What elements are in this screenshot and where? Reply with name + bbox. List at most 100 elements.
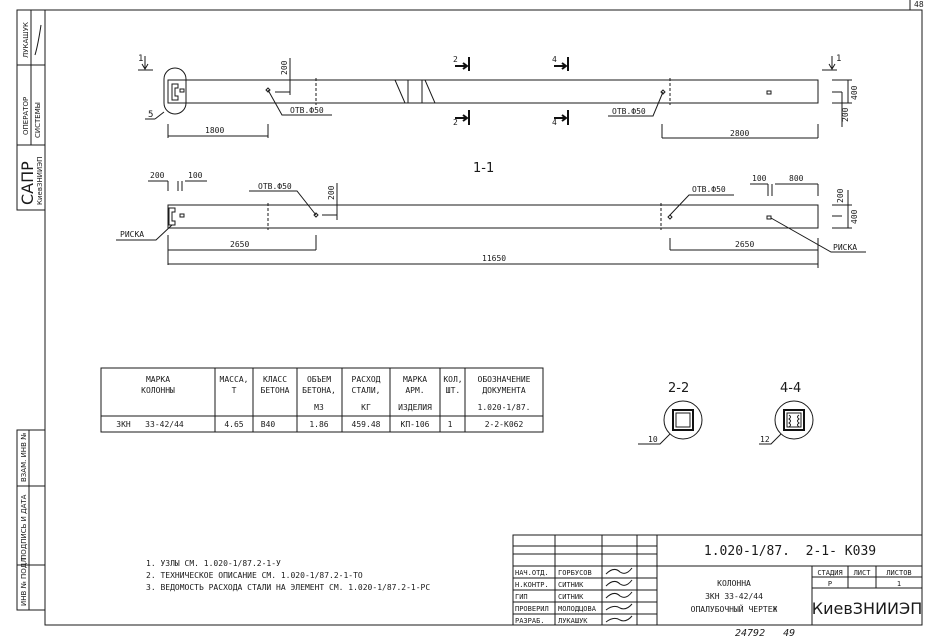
stamp-inv-podl: ИНВ № ПОДЛ: [20, 557, 28, 606]
dim-elev-11650: 11650: [482, 254, 506, 263]
th-volume-3: М3: [314, 403, 324, 412]
section-1-1-view: 1-1 200 100 ОТВ.Ф50 200 ОТВ.Ф50 100 800 …: [116, 161, 866, 268]
th-volume-1: ОБЪЕМ: [307, 375, 331, 384]
role-2: Н.КОНТР.: [515, 581, 549, 589]
stage-header: СТАДИЯ: [817, 569, 842, 577]
callout-10: 10: [648, 435, 658, 444]
th-doc-3: 1.020-1/87.: [478, 403, 531, 412]
column-outline-plan: [167, 79, 819, 104]
note-2: 2. ТЕХНИЧЕСКОЕ ОПИСАНИЕ СМ. 1.020-1/87.2…: [146, 571, 363, 580]
dim-elev-2650-left: 2650: [230, 240, 249, 249]
title-line-1: КОЛОННА: [717, 579, 751, 588]
signatures: [605, 567, 633, 623]
role-5: РАЗРАБ.: [515, 617, 545, 625]
th-doc-1: ОБОЗНАЧЕНИЕ: [478, 375, 531, 384]
th-qty-2: ШТ.: [446, 386, 460, 395]
td-doc: 2-2-К062: [485, 420, 524, 429]
td-mass: 4.65: [224, 420, 243, 429]
stamp-signature-date: ПОДПИСЬ И ДАТА: [20, 494, 28, 560]
section-2-2-title: 2-2: [668, 381, 689, 396]
th-doc-2: ДОКУМЕНТА: [482, 386, 526, 395]
sheets-header: ЛИСТОВ: [886, 569, 911, 577]
th-mark-2: КОЛОННЫ: [141, 386, 175, 395]
name-1: ГОРБУСОВ: [558, 569, 592, 577]
notes: 1. УЗЛЫ СМ. 1.020-1/87.2-1-У 2. ТЕХНИЧЕС…: [146, 559, 430, 592]
role-3: ГИП: [515, 593, 528, 601]
dim-elev-100-left: 100: [188, 171, 203, 180]
doc-code: 1.020-1/87. 2-1- К039: [704, 544, 876, 559]
dim-elev-200-mid: 200: [327, 185, 336, 200]
column-outline-elevation: [167, 204, 819, 229]
dim-plan-200-side: 200: [841, 107, 850, 122]
dim-elev-200-right: 200: [836, 188, 845, 203]
hole-label-plan-right: ОТВ.Ф50: [612, 107, 646, 116]
role-4: ПРОВЕРИЛ: [515, 605, 549, 613]
th-arm-1: МАРКА: [403, 375, 427, 384]
embedded-plate: [394, 79, 436, 104]
section-1-1-title: 1-1: [473, 161, 494, 176]
section-mark-1-right: 1: [836, 54, 841, 64]
hole-label-elev-right: ОТВ.Ф50: [692, 185, 726, 194]
dim-elev-800: 800: [789, 174, 804, 183]
sheet-frame: [44, 9, 923, 626]
org-name: КиевЗНИИЭП: [812, 599, 922, 618]
sheet-header: ЛИСТ: [854, 569, 872, 577]
td-qty: 1: [448, 420, 453, 429]
th-steel-3: КГ: [361, 403, 371, 412]
dim-elev-200-left: 200: [150, 171, 165, 180]
title-line-2: 3КН 33-42/44: [705, 592, 763, 601]
hole-label-elev-left: ОТВ.Ф50: [258, 182, 292, 191]
section-mark-4-bottom: 4: [552, 118, 557, 127]
note-3: 3. ВЕДОМОСТЬ РАСХОДА СТАЛИ НА ЭЛЕМЕНТ СМ…: [146, 583, 430, 592]
section-4-4: 4-4 12: [759, 381, 814, 445]
stamp-sapr: САПР: [18, 161, 37, 205]
stamp-lukashuk: ЛУКАШУК: [22, 22, 30, 58]
section-mark-4-top: 4: [552, 55, 557, 64]
name-3: СИТНИК: [558, 593, 584, 601]
dim-elev-2650-right: 2650: [735, 240, 754, 249]
callout-12: 12: [760, 435, 770, 444]
dim-elev-100-right: 100: [752, 174, 767, 183]
title-block: 1.020-1/87. 2-1- К039 НАЧ.ОТД. ГОРБУСОВ …: [512, 534, 923, 626]
callout-5: 5: [148, 110, 153, 120]
spec-table: МАРКА КОЛОННЫ МАССА, Т КЛАСС БЕТОНА ОБЪЕ…: [100, 367, 544, 433]
section-mark-2-bottom: 2: [453, 118, 458, 127]
riska-label-left: РИСКА: [120, 230, 144, 239]
name-4: МОЛОДЦОВА: [558, 605, 597, 613]
stamp-org: КиевЗНИИЭП: [36, 157, 44, 205]
hole-label-plan-left: ОТВ.Ф50: [290, 106, 324, 115]
role-1: НАЧ.ОТД.: [515, 569, 549, 577]
td-steel: 459.48: [352, 420, 381, 429]
th-mark-1: МАРКА: [146, 375, 170, 384]
section-mark-2-top: 2: [453, 55, 458, 64]
stamp-system: СИСТЕМЫ: [34, 102, 42, 138]
stage-value: Р: [828, 580, 832, 588]
sheet-corner-number: 48: [914, 0, 924, 9]
sheets-value: 1: [897, 580, 901, 588]
dim-plan-400: 400: [850, 85, 859, 100]
td-class: В40: [261, 420, 276, 429]
td-arm: КП-106: [401, 420, 430, 429]
th-qty-1: КОЛ,: [443, 375, 462, 384]
th-volume-2: БЕТОНА,: [302, 386, 336, 395]
name-5: ЛУКАШУК: [558, 617, 588, 625]
stamp-operator: ОПЕРАТОР: [22, 97, 30, 135]
th-steel-1: РАСХОД: [352, 375, 381, 384]
th-arm-2: АРМ.: [405, 386, 424, 395]
dim-plan-2800: 2800: [730, 129, 749, 138]
stamp-vzam-inv: ВЗАМ. ИНВ №: [20, 433, 28, 482]
dim-elev-400: 400: [850, 209, 859, 224]
riska-label-right: РИСКА: [833, 243, 857, 252]
detail-ellipse: [163, 67, 187, 115]
th-class-2: БЕТОНА: [261, 386, 290, 395]
th-arm-3: ИЗДЕЛИЯ: [398, 403, 432, 412]
dim-plan-200-top: 200: [280, 60, 289, 75]
td-volume: 1.86: [309, 420, 328, 429]
side-stamp-bottom: ВЗАМ. ИНВ № ПОДПИСЬ И ДАТА ИНВ № ПОДЛ: [16, 429, 46, 611]
footer-number: 24792 49: [735, 628, 795, 637]
name-2: СИТНИК: [558, 581, 584, 589]
section-4-4-title: 4-4: [780, 381, 801, 396]
title-line-3: ОПАЛУБОЧНЫЙ ЧЕРТЕЖ: [691, 603, 778, 614]
section-2-2: 2-2 10: [638, 381, 703, 445]
